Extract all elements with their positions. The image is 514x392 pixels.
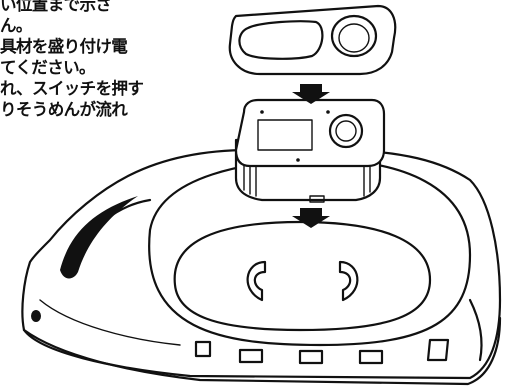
- instruction-line: ん。: [0, 16, 32, 35]
- instruction-line: 具材を盛り付け電: [0, 37, 128, 56]
- motor-unit: [234, 98, 386, 203]
- switch-knob: [328, 113, 364, 149]
- instruction-line: てください。: [0, 58, 96, 77]
- base-window: [194, 340, 212, 358]
- down-arrow-icon: [292, 208, 330, 228]
- nose-light: [31, 310, 41, 322]
- tray-lid: [228, 4, 397, 76]
- base-window: [426, 338, 450, 362]
- instruction-line: い位置まで示さ: [0, 0, 112, 14]
- base-window: [298, 349, 324, 365]
- instruction-line: れ、スイッチを押す: [0, 79, 144, 98]
- instruction-text: い位置まで示さ ん。 具材を盛り付け電 てください。 れ、スイッチを押す りそう…: [0, 0, 200, 120]
- base-window: [358, 349, 384, 365]
- down-arrow-icon: [292, 84, 330, 104]
- instruction-line: りそうめんが流れ: [0, 100, 128, 119]
- base-window: [238, 348, 264, 364]
